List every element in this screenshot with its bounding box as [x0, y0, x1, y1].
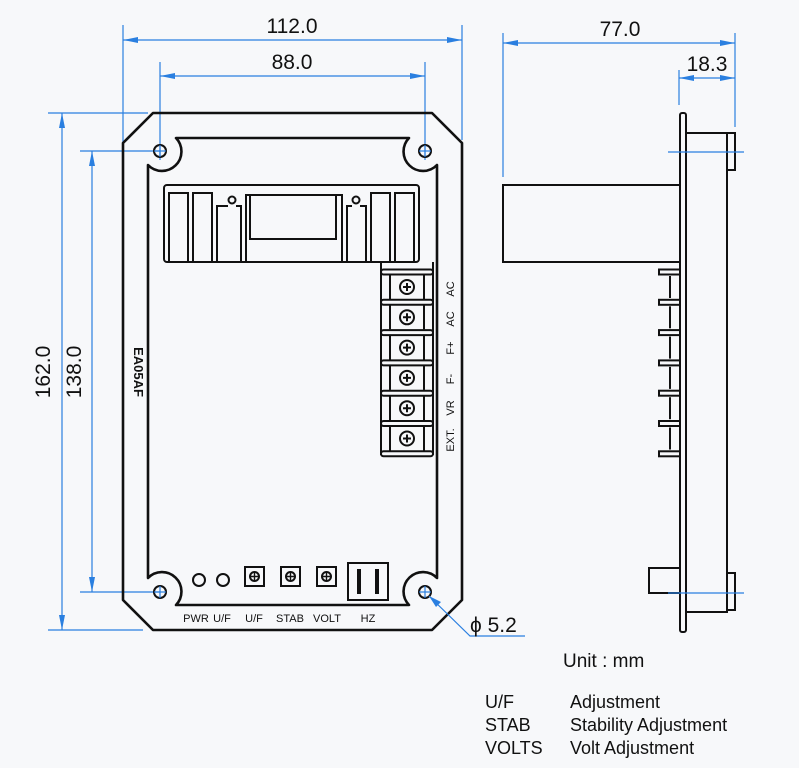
legend-abbr: STAB	[485, 715, 531, 735]
terminal-divider	[380, 450, 434, 458]
mounting-hole	[153, 144, 167, 158]
volt-trimmer	[316, 566, 337, 587]
overall-width-value: 112.0	[267, 15, 318, 38]
legend-desc: Stability Adjustment	[570, 715, 727, 735]
terminal-divider	[380, 329, 434, 337]
unit-label: Unit : mm	[563, 651, 644, 672]
terminal-divider	[380, 389, 434, 397]
hole-diameter-callout: ϕ 5.2	[428, 595, 525, 637]
terminal-divider	[380, 268, 434, 276]
hz-jumper	[347, 562, 389, 601]
terminal-divider-side	[658, 420, 681, 427]
dimension-depth: 77.0	[502, 18, 736, 177]
label-stab: STAB	[276, 613, 304, 625]
terminal-divider-side	[658, 298, 681, 306]
pwr-led	[192, 573, 206, 587]
terminal-screw	[389, 365, 425, 390]
label-pwr: PWR	[183, 613, 209, 625]
terminal-divider	[380, 420, 434, 427]
terminal-divider-side	[658, 329, 681, 337]
label-uf: U/F	[245, 613, 263, 625]
label-uf-led: U/F	[213, 613, 231, 625]
terminal-divider-side	[658, 450, 681, 458]
overall-height-value: 162.0	[32, 346, 55, 399]
mounting-hole	[418, 585, 432, 599]
terminal-screw	[389, 426, 425, 451]
terminal-screw	[389, 396, 425, 421]
terminal-label: EXT.	[445, 428, 457, 451]
mounting-hole	[418, 144, 432, 158]
terminal-label: F+	[445, 341, 457, 354]
label-hz: HZ	[361, 613, 376, 625]
dimension-hole-spacing-height: 138.0	[63, 150, 160, 593]
hole-diameter-value: ϕ 5.2	[470, 614, 517, 637]
terminal-block	[380, 262, 434, 458]
heat-sink	[163, 184, 420, 263]
rear-depth-value: 18.3	[687, 53, 728, 76]
label-volt: VOLT	[313, 613, 341, 625]
terminal-screw	[389, 275, 425, 299]
board-side-view	[502, 112, 744, 633]
model-label: EA05AF	[131, 347, 146, 397]
terminal-screw	[389, 305, 425, 330]
legend: U/F Adjustment STAB Stability Adjustment…	[485, 692, 727, 758]
dimension-overall-height: 162.0	[32, 112, 148, 631]
depth-value: 77.0	[600, 18, 641, 41]
terminal-label: F-	[445, 373, 457, 384]
legend-desc: Volt Adjustment	[570, 738, 694, 758]
terminal-divider	[380, 298, 434, 306]
dimension-overall-width: 112.0	[122, 15, 463, 145]
terminal-divider-side	[658, 389, 681, 397]
terminal-label: VR	[445, 400, 457, 415]
legend-desc: Adjustment	[570, 692, 660, 712]
hole-spacing-width-value: 88.0	[272, 51, 313, 74]
terminal-screw	[389, 335, 425, 360]
terminal-labels: AC AC F+ F- VR EXT.	[445, 281, 457, 451]
legend-abbr: VOLTS	[485, 738, 543, 758]
hole-spacing-height-value: 138.0	[63, 346, 86, 399]
legend-abbr: U/F	[485, 692, 514, 712]
stab-trimmer	[280, 566, 301, 587]
board-front-view: AC AC F+ F- VR EXT. EA05AF PWR U/F U/F S…	[121, 111, 525, 637]
uf-led	[216, 573, 230, 587]
terminal-divider-side	[658, 268, 681, 276]
uf-trimmer	[244, 566, 265, 587]
terminal-divider-side	[658, 359, 681, 367]
dimension-hole-spacing-width: 88.0	[159, 51, 426, 160]
terminal-label: AC	[445, 311, 457, 326]
dimension-rear-depth: 18.3	[678, 53, 735, 105]
terminal-divider	[380, 359, 434, 367]
terminal-label: AC	[445, 281, 457, 296]
mounting-hole	[153, 585, 167, 599]
